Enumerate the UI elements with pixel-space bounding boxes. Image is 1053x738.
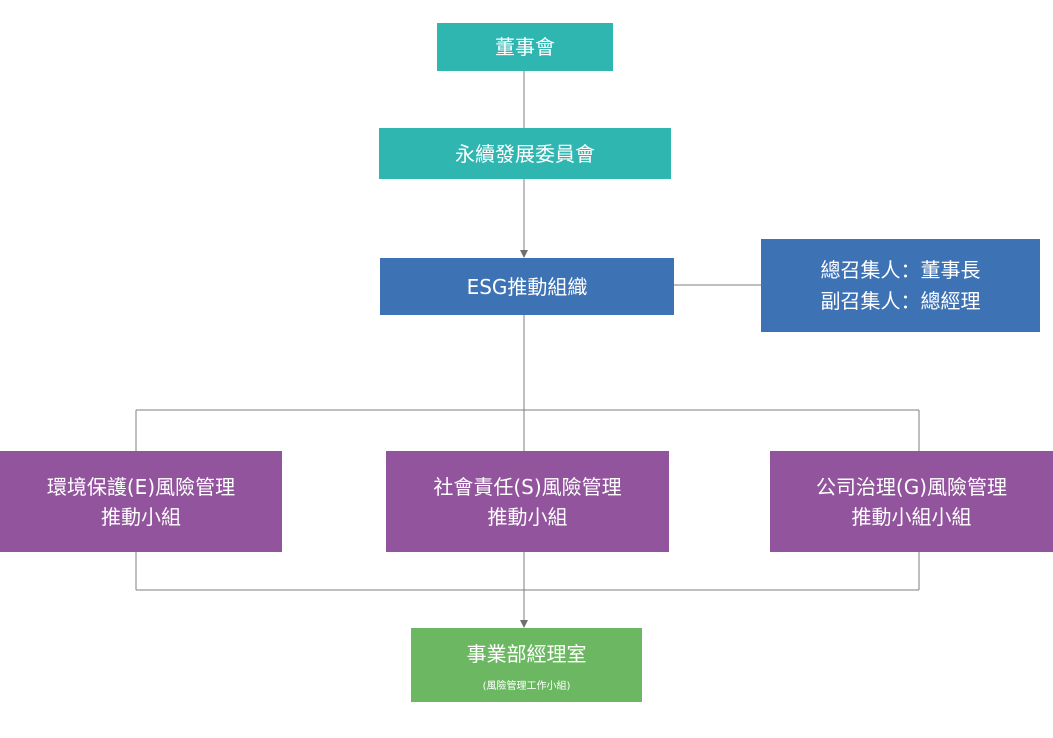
chief-convener-label: 總召集人：董事長 xyxy=(820,257,981,282)
governance-group-box: 公司治理(G)風險管理 推動小組小組 xyxy=(770,451,1053,552)
deputy-convener-label: 副召集人：總經理 xyxy=(820,288,981,313)
committee-box: 永續發展委員會 xyxy=(379,128,671,179)
esg-org-box: ESG推動組織 xyxy=(380,258,674,315)
social-group-line2: 推動小組 xyxy=(487,504,568,529)
office-title: 事業部經理室 xyxy=(466,641,587,666)
committee-label: 永續發展委員會 xyxy=(455,141,595,166)
environment-group-line1: 環境保護(E)風險管理 xyxy=(46,474,236,499)
social-group-box: 社會責任(S)風險管理 推動小組 xyxy=(386,451,669,552)
board-box: 董事會 xyxy=(437,23,613,71)
office-subtitle: (風險管理工作小組) xyxy=(482,680,571,692)
board-label: 董事會 xyxy=(495,35,555,59)
social-group-line1: 社會責任(S)風險管理 xyxy=(433,474,622,499)
conveners-box: 總召集人：董事長 副召集人：總經理 xyxy=(761,239,1040,332)
environment-group-box: 環境保護(E)風險管理 推動小組 xyxy=(0,451,282,552)
esg-org-label: ESG推動組織 xyxy=(466,274,588,299)
governance-group-line1: 公司治理(G)風險管理 xyxy=(815,474,1008,499)
office-box: 事業部經理室 (風險管理工作小組) xyxy=(411,628,642,702)
governance-group-line2: 推動小組小組 xyxy=(851,504,972,529)
environment-group-line2: 推動小組 xyxy=(101,504,181,529)
